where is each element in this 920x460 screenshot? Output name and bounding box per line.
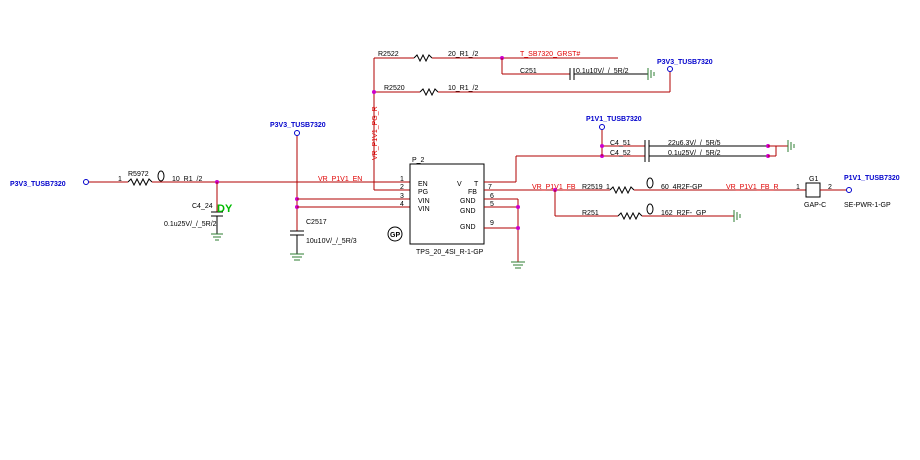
capacitor-ref: C4_52 [610,150,631,157]
pin-number: 3 [400,193,404,200]
ic-part: TPS_20_4SI_R-1-GP [416,249,484,256]
ground-icon [787,140,795,152]
resistor-ref: R2520 [384,85,405,92]
net-label-fb: VR_P1V1_FB [532,184,576,191]
pin-name: GND [460,198,476,205]
pin-name: PG [418,189,428,196]
power-label: P3V3_TUSB7320 [270,122,326,129]
power-label: P1V1_TUSB7320 [844,175,900,182]
resistor-value: 10_R1_/2 [448,85,478,92]
net-label-grst: T_SB7320_GRST# [520,51,580,58]
junction [516,205,520,209]
junction [372,90,376,94]
net-label-fb-r: VR_P1V1_FB_R [726,184,779,191]
pin-number: 1 [796,184,800,191]
power-port-p3v3-center: P3V3_TUSB7320 [270,122,326,136]
pin-number: 1 [400,176,404,183]
power-label: P1V1_TUSB7320 [586,116,642,123]
pin-number: 4 [400,201,404,208]
gap-alt-part: SE-PWR-1-GP [844,202,891,209]
junction [600,144,604,148]
resistor-value: 60_4R2F-GP [661,184,703,191]
gp-badge-text: GP [390,232,400,239]
resistor-r2519: R2519 1 60_4R2F-GP [582,177,703,195]
resistor-r251: R251 162_R2F-_GP [582,203,706,221]
gp-marker-icon [157,170,165,182]
power-port-p1v1-right: P1V1_TUSB7320 [844,175,900,193]
power-port-p3v3-left: P3V3_TUSB7320 [10,179,89,188]
capacitor-value: 0.1u25V/_/_5R/2 [668,150,721,157]
resistor-r2522: R2522 20_R1_/2 [378,51,478,63]
ic-regulator: P_2 TPS_20_4SI_R-1-GP V T 1 EN 2 PG 3 VI… [387,157,494,256]
resistor-r5972: R5972 1 10_R1_/2 [118,170,202,187]
pin-number: 6 [490,193,494,200]
pin-name: FB [468,189,477,196]
power-port-p3v3-right: P3V3_TUSB7320 [657,59,713,72]
capacitor-value: 22u6.3V/_/_5R/5 [668,140,721,147]
resistor-ref: R2519 [582,184,603,191]
net-label-pg: VR_P1V1_PG_R [372,106,379,160]
power-port-p1v1-mid: P1V1_TUSB7320 [586,116,642,130]
gp-badge-icon: GP [387,226,403,242]
net-label-en: VR_P1V1_EN [318,176,362,183]
gap-ref: G1 [809,176,818,183]
capacitor-ref: C4_24 [192,203,213,210]
resistor-ref: R2522 [378,51,399,58]
resistor-value: 162_R2F-_GP [661,210,706,217]
ground-icon [511,261,525,269]
ic-t-label: T [474,181,479,188]
capacitor-c452: C4_52 0.1u25V/_/_5R/2 [610,150,768,162]
dy-variant-label: DY [217,203,233,215]
pin-name: GND [460,224,476,231]
gp-marker-icon [646,177,654,189]
pin-number: 1 [118,176,122,183]
pin-name: VIN [418,206,430,213]
power-label: P3V3_TUSB7320 [10,181,66,188]
resistor-ref: R251 [582,210,599,217]
pin-name: EN [418,181,428,188]
ground-icon [647,68,655,80]
power-label: P3V3_TUSB7320 [657,59,713,66]
resistor-value: 20_R1_/2 [448,51,478,58]
gp-marker-icon [646,203,654,215]
gap-part: GAP-C [804,202,826,209]
ground-icon [211,233,223,241]
pin-number: 9 [490,220,494,227]
pin-number: 7 [488,184,492,191]
capacitor-value: 10u10V/_/_5R/3 [306,238,357,245]
resistor-value: 10_R1_/2 [172,176,202,183]
pin-number: 2 [828,184,832,191]
pin-number: 1 [606,184,610,191]
ic-ref: P_2 [412,157,425,164]
resistor-r2520: R2520 10_R1_/2 [384,85,478,97]
pin-name: GND [460,208,476,215]
junction [516,226,520,230]
capacitor-c251: C251 0.1u10V/_/_5R/2 [520,68,648,80]
pin-number: 5 [490,201,494,208]
ground-icon [733,210,741,222]
ic-body [409,163,485,245]
capacitor-ref: C251 [520,68,537,75]
capacitor-ref: C2517 [306,219,327,226]
capacitor-c424: C4_24 DY 0.1u25V/_/_5R/2 [164,182,233,234]
pin-number: 2 [400,184,404,191]
capacitor-c2517: C2517 10u10V/_/_5R/3 [290,219,357,254]
ground-icon [290,253,304,261]
ic-vout-label: V [457,181,462,188]
capacitor-value: 0.1u10V/_/_5R/2 [576,68,629,75]
capacitor-ref: C4_51 [610,140,631,147]
resistor-ref: R5972 [128,171,149,178]
capacitor-value: 0.1u25V/_/_5R/2 [164,221,217,228]
pin-name: VIN [418,198,430,205]
